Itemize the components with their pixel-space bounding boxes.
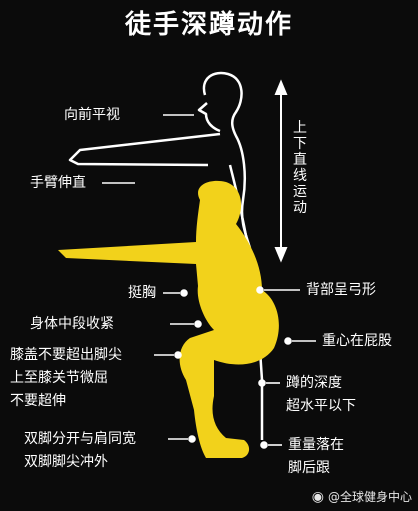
label-depth-line2: 超水平以下 [286, 398, 356, 414]
label-knees-line3: 不要超伸 [10, 393, 66, 409]
label-chest-out: 挺胸 [128, 285, 156, 301]
label-weight-line1: 重量落在 [288, 437, 344, 453]
watermark-text: @全球健身中心 [327, 490, 412, 504]
label-look-forward: 向前平视 [64, 107, 120, 123]
pointer-lines [102, 114, 316, 449]
vertical-motion-arrow [274, 79, 288, 263]
watermark: ◉@全球健身中心 [312, 488, 412, 505]
label-arms-straight: 手臂伸直 [30, 175, 86, 191]
label-feet-line2: 双脚脚尖冲外 [24, 454, 108, 470]
label-knees-line2: 上至膝关节微屈 [10, 370, 108, 386]
label-feet-line1: 双脚分开与肩同宽 [24, 431, 136, 447]
label-vertical-motion: 上下直线运动 [293, 120, 307, 216]
label-depth-line1: 蹲的深度 [286, 375, 342, 391]
label-center-gravity: 重心在屁股 [322, 333, 392, 349]
label-weight-line2: 脚后跟 [288, 460, 330, 476]
label-back-arched: 背部呈弓形 [306, 282, 376, 298]
weibo-logo-icon: ◉ [311, 489, 324, 505]
label-core-tight: 身体中段收紧 [30, 316, 114, 332]
squat-figure [58, 180, 279, 458]
page-title: 徒手深蹲动作 [124, 10, 293, 40]
label-knees-line1: 膝盖不要超出脚尖 [10, 347, 122, 363]
